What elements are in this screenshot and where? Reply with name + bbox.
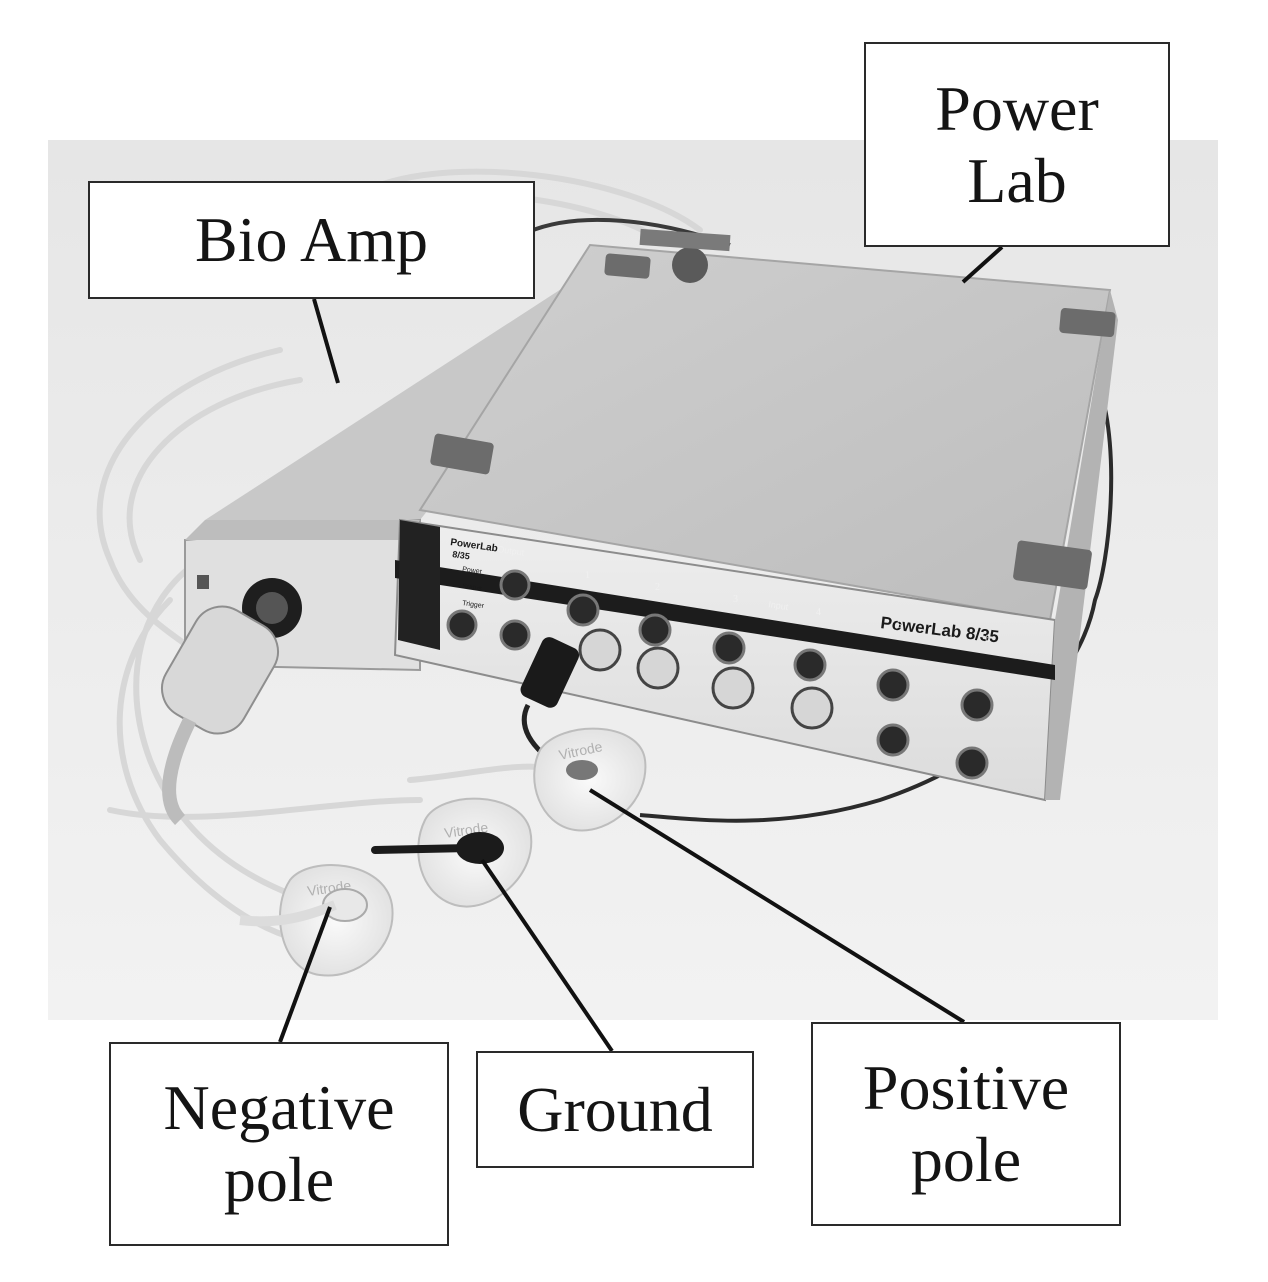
leader-lines (278, 245, 1004, 1053)
ground-leader (480, 858, 614, 1053)
status-led-label: Status (462, 583, 483, 593)
foot (1059, 308, 1116, 338)
negative-pole-label: Negative pole (109, 1042, 449, 1246)
positive-pole-label-line-2: pole (910, 1124, 1022, 1195)
channel-number: 3 (733, 594, 738, 605)
negative-pole-label-line-2: pole (223, 1144, 335, 1215)
negative-pole-label-line-1: Negative (163, 1072, 395, 1144)
status-led-label: Power (462, 566, 483, 576)
channel-number: 1 (585, 570, 590, 581)
bio-amp-plug (161, 605, 279, 825)
power-lab-label: Power Lab (864, 42, 1170, 247)
foot (1013, 540, 1092, 590)
positive-pole-label: Positive pole (811, 1022, 1121, 1226)
bio-amp-label: Bio Amp (88, 181, 535, 299)
bio-amp-leader (312, 298, 340, 384)
positive-pole-label-line-1: Positive (862, 1052, 1070, 1124)
din-connectors (578, 628, 834, 730)
bio-amp-module (184, 270, 620, 672)
bio-amp-label-text: Bio Amp (195, 204, 428, 276)
negative-pole-leader (278, 906, 332, 1043)
electrode-pads: Vitrode Vitrode Vitrode (239, 727, 647, 977)
front-brand-line-2: 8/35 (452, 549, 471, 561)
channel-number: 4 (816, 607, 821, 618)
bnc-connectors (446, 569, 994, 780)
ground-label: Ground (476, 1051, 754, 1168)
power-lab-leader (961, 245, 1004, 284)
foot (604, 253, 651, 279)
input-header: Input (768, 599, 790, 612)
channel-number: 6 (985, 634, 990, 645)
power-lab-label-line-2: Lab (967, 144, 1067, 216)
ground-label-text: Ground (517, 1073, 713, 1145)
foot (430, 433, 494, 475)
positive-pole-leader (588, 788, 966, 1024)
status-led-label: Trigger (462, 600, 485, 610)
channel-number: 2 (655, 582, 660, 593)
output-header: Output (497, 544, 526, 558)
channel-number: 5 (897, 620, 902, 631)
front-brand-panel (398, 520, 440, 650)
power-lab-label-line-1: Power (935, 72, 1099, 144)
